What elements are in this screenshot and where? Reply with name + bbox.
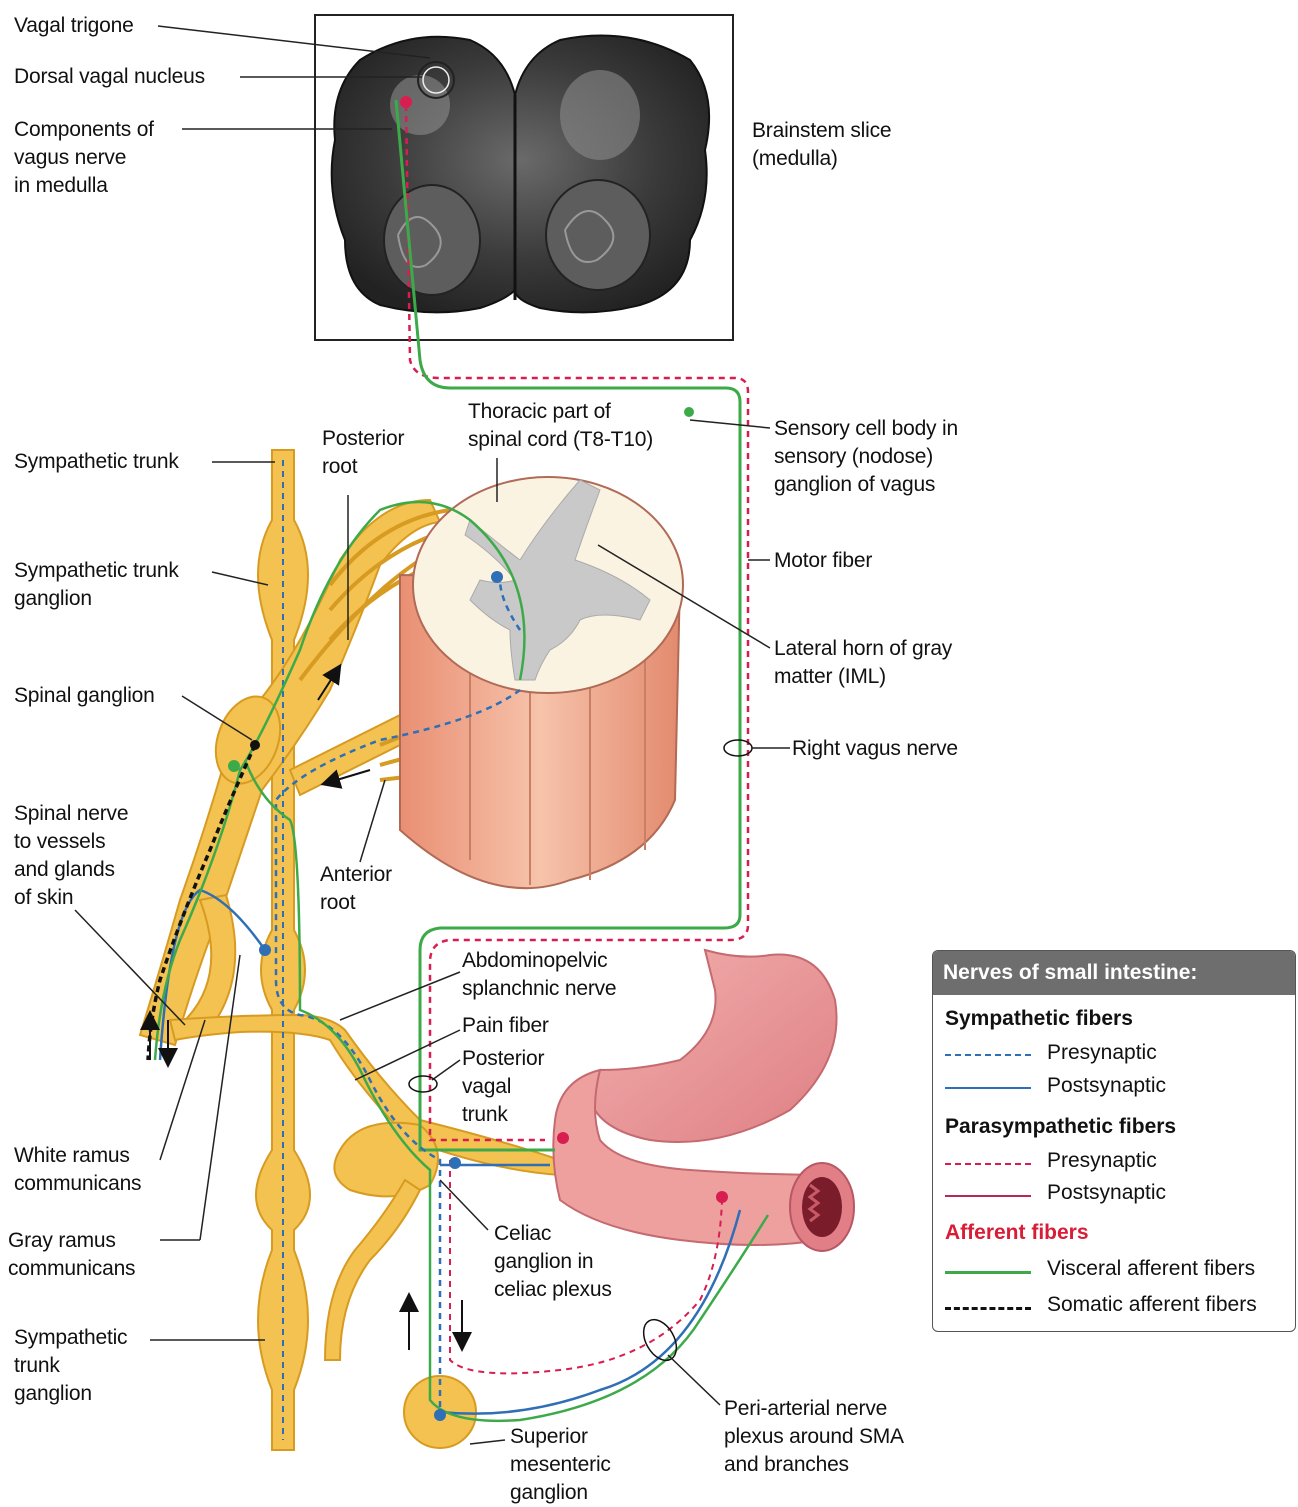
- legend-somatic: Somatic afferent fibers: [1047, 1293, 1257, 1317]
- label-motor-fiber: Motor fiber: [774, 547, 872, 575]
- label-pain-fiber: Pain fiber: [462, 1012, 549, 1040]
- legend-para-post: Postsynaptic: [1047, 1181, 1166, 1205]
- right-vagus-oval: [724, 740, 752, 756]
- label-posterior-root: Posterior root: [322, 425, 404, 481]
- posterior-vagal-oval: [409, 1076, 437, 1092]
- label-superior-mesenteric: Superior mesenteric ganglion: [510, 1423, 611, 1507]
- label-gray-ramus: Gray ramus communicans: [8, 1227, 135, 1283]
- label-sensory-cell-body: Sensory cell body in sensory (nodose) ga…: [774, 415, 958, 499]
- legend-parasympathetic-heading: Parasympathetic fibers: [945, 1115, 1176, 1139]
- label-right-vagus: Right vagus nerve: [792, 735, 958, 763]
- label-spinal-ganglion: Spinal ganglion: [14, 682, 155, 710]
- legend-sympathetic-heading: Sympathetic fibers: [945, 1007, 1133, 1031]
- legend-para-pre-swatch: [945, 1163, 1031, 1165]
- label-abdominopelvic: Abdominopelvic splanchnic nerve: [462, 947, 616, 1003]
- label-lateral-horn: Lateral horn of gray matter (IML): [774, 635, 952, 691]
- legend-sym-post: Postsynaptic: [1047, 1074, 1166, 1098]
- label-components-vagus: Components of vagus nerve in medulla: [14, 116, 154, 200]
- legend-title: Nerves of small intestine:: [933, 951, 1295, 995]
- label-white-ramus: White ramus communicans: [14, 1142, 141, 1198]
- label-sympathetic-trunk-ganglion: Sympathetic trunk ganglion: [14, 557, 179, 613]
- legend-somatic-swatch: [945, 1307, 1031, 1310]
- label-spinal-nerve: Spinal nerve to vessels and glands of sk…: [14, 800, 128, 912]
- label-anterior-root: Anterior root: [320, 861, 392, 917]
- label-sympathetic-trunk: Sympathetic trunk: [14, 448, 179, 476]
- label-dorsal-vagal-nucleus: Dorsal vagal nucleus: [14, 63, 205, 91]
- legend: Nerves of small intestine: Sympathetic f…: [932, 950, 1296, 1332]
- legend-para-pre: Presynaptic: [1047, 1149, 1157, 1173]
- legend-sym-pre-swatch: [945, 1054, 1031, 1056]
- label-posterior-vagal-trunk: Posterior vagal trunk: [462, 1045, 544, 1129]
- legend-visceral-swatch: [945, 1271, 1031, 1274]
- label-thoracic-cord: Thoracic part of spinal cord (T8-T10): [468, 398, 653, 454]
- label-vagal-trigone: Vagal trigone: [14, 12, 134, 40]
- label-brainstem-slice: Brainstem slice (medulla): [752, 117, 891, 173]
- legend-sym-pre: Presynaptic: [1047, 1041, 1157, 1065]
- spinal-cord-shape: [400, 477, 683, 888]
- label-peri-arterial: Peri-arterial nerve plexus around SMA an…: [724, 1395, 904, 1479]
- label-celiac-ganglion: Celiac ganglion in celiac plexus: [494, 1220, 612, 1304]
- legend-para-post-swatch: [945, 1195, 1031, 1197]
- legend-sym-post-swatch: [945, 1087, 1031, 1089]
- legend-afferent-heading: Afferent fibers: [945, 1221, 1089, 1245]
- label-sympathetic-trunk-ganglion-lower: Sympathetic trunk ganglion: [14, 1324, 127, 1408]
- legend-visceral: Visceral afferent fibers: [1047, 1257, 1255, 1281]
